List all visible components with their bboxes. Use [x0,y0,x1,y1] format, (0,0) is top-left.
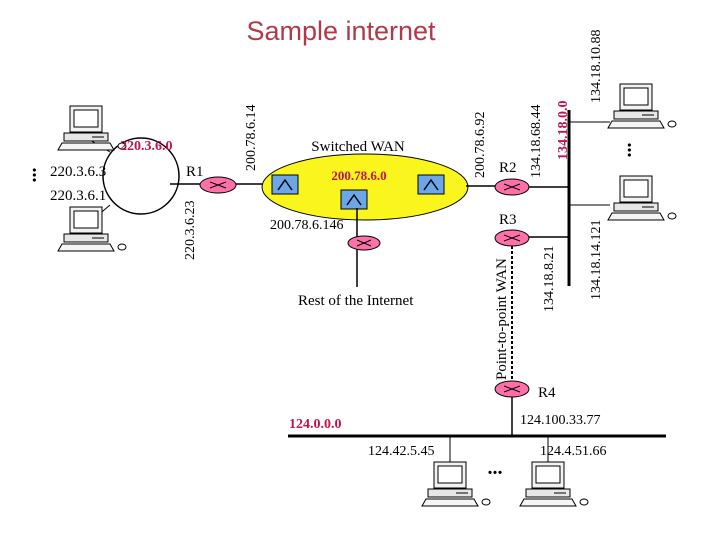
router-r4 [494,380,530,398]
router-r3 [494,229,530,247]
host-east-mid [607,175,677,221]
host-ring-bottom [57,206,127,252]
page-title: Sample internet [246,16,436,46]
switched-wan-label: Switched WAN [311,139,405,155]
wan-switch-center [340,189,368,210]
addr-134-18-68-44: 134.18.68.44 [529,105,544,179]
router-r1 [199,176,237,194]
router-r2-label: R2 [499,160,517,176]
addr-134-18-14-121: 134.18.14.121 [589,220,604,301]
router-r3-label: R3 [499,212,517,228]
wan-switch-right [417,174,445,195]
host-south-right [519,461,589,507]
addr-200-78-6-146: 200.78.6.146 [270,218,344,233]
addr-220-3-6-23: 220.3.6.23 [183,201,198,261]
east-network-label: 134.18.0.0 [556,101,571,161]
router-r2 [494,178,530,196]
addr-134-18-10-88: 134.18.10.88 [589,30,604,104]
addr-220-3-6-1: 220.3.6.1 [50,188,106,204]
addr-200-78-6-92: 200.78.6.92 [473,112,488,179]
addr-220-3-6-3: 220.3.6.3 [50,164,106,180]
host-ring-top [57,105,127,151]
router-rest [347,235,381,251]
router-r1-label: R1 [186,164,204,180]
ellipsis-left: ... [19,168,41,183]
host-east-top [607,83,677,129]
addr-134-18-8-21: 134.18.8.21 [542,246,557,313]
point-to-point-label: Point-to-point WAN [494,258,510,380]
rest-of-internet-label: Rest of the Internet [298,293,414,309]
router-r4-label: R4 [538,385,556,401]
switched-wan-ellipse [261,153,469,221]
addr-124-42-5-45: 124.42.5.45 [368,444,435,459]
wan-network-label: 200.78.6.0 [331,168,386,183]
host-south-left [421,461,491,507]
addr-200-78-6-14: 200.78.6.14 [244,105,259,172]
addr-124-100-33-77: 124.100.33.77 [520,413,601,428]
ring-network [102,137,180,215]
wan-switch-left [271,174,299,195]
ellipsis-east: ... [614,143,636,158]
ring-network-label: 220.3.6.0 [120,139,173,154]
south-network-label: 124.0.0.0 [289,417,342,432]
ellipsis-south: ... [488,457,503,479]
addr-124-4-51-66: 124.4.51.66 [540,444,607,459]
